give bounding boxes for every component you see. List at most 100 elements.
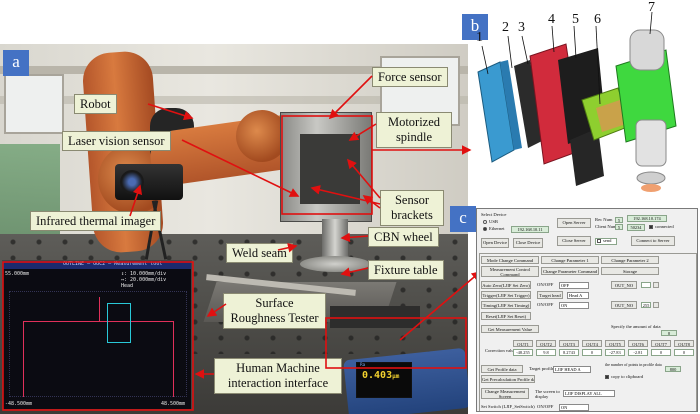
connected-checkbox[interactable] bbox=[649, 225, 653, 229]
out-7-label[interactable]: OUT7 bbox=[651, 340, 671, 347]
hmi-x-min: -48.500mm bbox=[5, 401, 33, 407]
get-precalculation-button[interactable]: Get Precalculation Profile data bbox=[481, 375, 535, 383]
send-checkbox[interactable] bbox=[597, 239, 601, 243]
out-no-field-2[interactable]: 255 bbox=[641, 302, 651, 308]
profile-line bbox=[99, 297, 100, 321]
mode-change-command-button[interactable]: Mode Change Command bbox=[481, 256, 539, 264]
out-4-label[interactable]: OUT4 bbox=[582, 340, 602, 347]
connect-to-server-button[interactable]: Connect to Server bbox=[631, 236, 675, 246]
server-ip-field[interactable]: 192.168.10.174 bbox=[627, 215, 667, 222]
out-no-field-1[interactable] bbox=[641, 282, 651, 288]
hmi-scale: ↕: 10.000mm/div ↔: 20.000mm/div Head bbox=[121, 271, 167, 289]
sensor-bracket-body bbox=[300, 134, 360, 204]
window bbox=[4, 74, 64, 134]
device-ip-field[interactable]: 192.168.10.11 bbox=[511, 226, 549, 233]
copy-clipboard-checkbox[interactable] bbox=[605, 375, 609, 379]
auto-zero-select[interactable]: OFF bbox=[559, 282, 589, 289]
out-5-label[interactable]: OUT5 bbox=[605, 340, 625, 347]
out-1-label[interactable]: OUT1 bbox=[513, 340, 533, 347]
close-device-button[interactable]: Close Device bbox=[513, 238, 543, 248]
label-laser-vision-sensor: Laser vision sensor bbox=[62, 131, 171, 151]
num-points-label: the number of points in profile data bbox=[605, 362, 662, 367]
out-2-label[interactable]: OUT2 bbox=[536, 340, 556, 347]
amount-field[interactable]: 8 bbox=[661, 330, 677, 336]
on-off-label-3: ON/OFF bbox=[537, 404, 554, 409]
profile-line bbox=[23, 321, 173, 322]
label-motorized-spindle: Motorized spindle bbox=[376, 112, 452, 148]
panel-b-tag: b bbox=[462, 14, 488, 40]
profile-line bbox=[23, 321, 24, 397]
change-parameter-1-button[interactable]: Change Parameter 1 bbox=[541, 256, 599, 264]
rec-num-label: Rec Num bbox=[595, 217, 613, 222]
profile-line bbox=[173, 321, 174, 397]
copy-clipboard-label: copy to clipboard bbox=[611, 374, 644, 379]
label-cbn-wheel: CBN wheel bbox=[368, 227, 439, 247]
close-server-button[interactable]: Close Server bbox=[557, 236, 591, 246]
out-3-value: 8.2743 bbox=[559, 349, 579, 356]
part-3-plate bbox=[514, 60, 544, 148]
on-off-label-1: ON/OFF bbox=[537, 282, 554, 287]
out-2-value: 9.8 bbox=[536, 349, 556, 356]
target-profile-label: Target profile bbox=[529, 366, 554, 371]
storage-button[interactable]: Storage bbox=[601, 267, 659, 275]
ethernet-radio[interactable] bbox=[483, 227, 487, 231]
open-server-button[interactable]: Open Server bbox=[557, 218, 591, 228]
command-group bbox=[479, 253, 697, 411]
ceiling-beam bbox=[0, 66, 468, 74]
send-label: send bbox=[603, 238, 612, 243]
measurement-control-command-button[interactable]: Measurement Control Command bbox=[481, 266, 539, 277]
screen-display-label: The screen to display bbox=[535, 389, 560, 399]
num-points-field[interactable]: 800 bbox=[665, 366, 681, 372]
trigger-button[interactable]: Trigger(LJIF Set Trigger) bbox=[481, 291, 531, 299]
change-parameter-2-button[interactable]: Change Parameter 2 bbox=[601, 256, 659, 264]
label-infrared-thermal-imager: Infrared thermal imager bbox=[30, 211, 162, 231]
out-1-value: -48.255 bbox=[513, 349, 533, 356]
client-num-label: Client Num bbox=[595, 224, 617, 229]
out-8-label[interactable]: OUT8 bbox=[674, 340, 694, 347]
auto-zero-button[interactable]: Auto Zero(LJIF Set Zero) bbox=[481, 281, 531, 289]
target-profile-select[interactable]: LJIF HEAD A bbox=[553, 366, 591, 373]
rec-num-field: 5 bbox=[615, 217, 623, 223]
reset-button[interactable]: Reset(LJIF Set Reset) bbox=[481, 312, 531, 320]
panel-a-tag: a bbox=[3, 50, 29, 76]
screen-display-select[interactable]: LJIF DISPLAY ALL bbox=[563, 390, 615, 397]
hmi-title: OUTLINE – OUC2 – Measurement tool bbox=[63, 261, 163, 267]
label-surface-roughness-tester: Surface Roughness Tester bbox=[223, 293, 326, 329]
target-head-button[interactable]: Target head bbox=[537, 291, 563, 299]
out-6-label[interactable]: OUT6 bbox=[628, 340, 648, 347]
out-6-value: -2.81 bbox=[628, 349, 648, 356]
change-measurement-screen-button[interactable]: Change Measurement Screen bbox=[481, 388, 529, 399]
out-4-value: 0 bbox=[582, 349, 602, 356]
head-select[interactable]: Head A bbox=[567, 292, 589, 299]
roughness-value: 0.403µm bbox=[362, 370, 400, 381]
out-3-label[interactable]: OUT3 bbox=[559, 340, 579, 347]
specify-amount-label: Specify the amount of data bbox=[611, 324, 661, 329]
cbn-wheel-shape bbox=[300, 256, 370, 272]
part-1-edge bbox=[500, 60, 522, 150]
open-device-button[interactable]: Open Device bbox=[481, 238, 509, 248]
timing-button[interactable]: Timing(LJIF Set Timing) bbox=[481, 301, 531, 309]
hmi-plot-area bbox=[9, 291, 187, 397]
cad-label-5: 5 bbox=[572, 12, 579, 27]
label-fixture-table: Fixture table bbox=[368, 260, 444, 280]
software-window: Select Device USB Ethernet 192.168.10.11… bbox=[476, 208, 698, 412]
out-8-value: 0 bbox=[674, 349, 694, 356]
part-5-lower bbox=[570, 128, 604, 186]
timing-select[interactable]: ON bbox=[559, 302, 589, 309]
out-5-value: -27.83 bbox=[605, 349, 625, 356]
set-switch-select[interactable]: ON bbox=[559, 404, 589, 411]
cad-label-3: 3 bbox=[518, 20, 525, 35]
out-no-spin-1[interactable] bbox=[653, 282, 659, 288]
cad-drawing bbox=[477, 11, 677, 192]
change-parameter-command-button[interactable]: Change Parameter Command bbox=[541, 267, 599, 275]
out-no-button-1[interactable]: OUT_NO bbox=[611, 281, 637, 289]
out-no-spin-2[interactable] bbox=[653, 302, 659, 308]
send-input[interactable] bbox=[595, 238, 617, 245]
spindle-tip bbox=[636, 171, 666, 185]
measurement-window bbox=[107, 303, 131, 343]
port-field[interactable]: 50234 bbox=[627, 224, 645, 231]
get-measurement-value-button[interactable]: Get Measurement Value bbox=[481, 325, 539, 333]
out-no-button-2[interactable]: OUT_NO bbox=[611, 301, 637, 309]
usb-radio[interactable] bbox=[483, 220, 487, 224]
get-profile-data-button[interactable]: Get Profile data bbox=[481, 365, 523, 373]
